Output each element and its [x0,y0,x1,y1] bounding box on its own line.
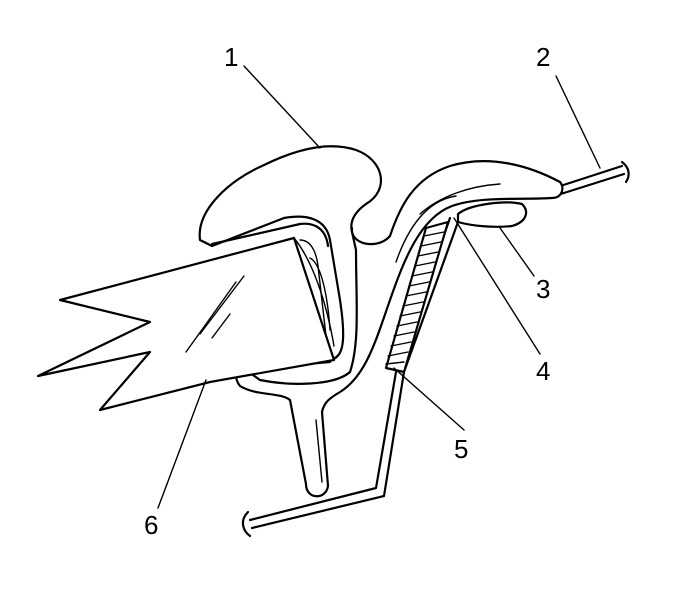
callout-3: 3 [536,274,550,304]
leader-line-3 [499,227,535,277]
callout-6: 6 [144,510,158,540]
leader-lines [157,65,601,509]
leader-line-5 [393,367,465,431]
leader-line-4 [453,217,541,355]
leader-line-6 [157,379,207,509]
seal-lip-body [235,160,564,498]
leader-line-2 [555,75,601,169]
adhesive-pad [456,201,528,228]
callout-5: 5 [454,434,468,464]
window-glass [36,236,336,412]
callout-4: 4 [536,356,550,386]
callout-2: 2 [536,42,550,72]
callout-1: 1 [224,42,238,72]
retainer-hatched-insert [384,220,450,374]
leader-line-1 [243,65,321,149]
